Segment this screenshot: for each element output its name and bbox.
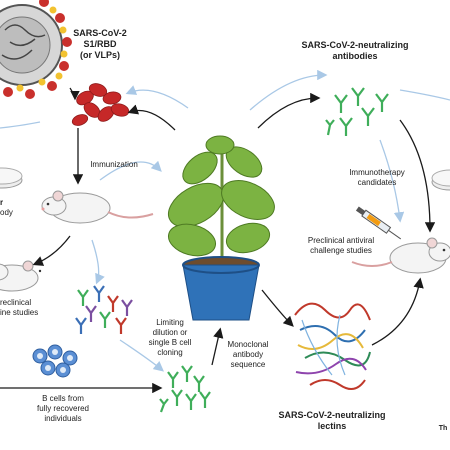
antibodies-title-line1: SARS-CoV-2-neutralizing: [301, 40, 409, 50]
arrow-antibodies-to-mouse: [399, 119, 436, 233]
arrow-mouse-down-left: [32, 235, 71, 266]
arrow-antibodies-to-monoclonal: [119, 339, 164, 372]
arrow-monoclonal-to-plant: [211, 327, 224, 366]
mouse-icon: [351, 237, 450, 274]
arrow-virus-to-blood: [69, 87, 80, 101]
arrow-mouse-to-antibodies: [91, 239, 105, 285]
syringe-icon: [355, 206, 402, 240]
lectins-title: SARS-CoV-2-neutralizing lectins: [278, 410, 386, 431]
arrow-antibodies-blue-to-mouse: [379, 139, 405, 223]
antibody-icon: [325, 87, 389, 136]
virus-title-line2: S1/RBD: [83, 39, 117, 49]
limiting-dilution-label: Limiting dilution or single B cell cloni…: [148, 318, 192, 357]
virus-title: SARS-CoV-2 S1/RBD (or VLPs): [54, 28, 146, 61]
antibody-icon: [75, 285, 133, 334]
plant-icon: [167, 135, 275, 321]
arrow-lectins-to-mouse: [371, 277, 424, 346]
corner-cut-label: Th: [438, 425, 448, 432]
mouse-icon: [0, 260, 42, 292]
antibody-icon: [159, 365, 211, 413]
virus-title-line1: SARS-CoV-2: [73, 28, 127, 38]
arrow-plant-blue-to-blood: [125, 85, 189, 109]
arrow-plant-blue-to-antibodies: [249, 69, 328, 111]
mouse-icon: [41, 190, 154, 224]
preclinical-vaccine-label: reclinical ine studies: [0, 298, 39, 317]
antibodies-title-line2: antibodies: [332, 51, 378, 61]
immunotherapy-line1: Immunotherapy: [349, 168, 405, 177]
antibodies-title: SARS-CoV-2-neutralizing antibodies: [285, 40, 425, 62]
arrow-left-blue-top: [0, 121, 41, 129]
b-cells-icon: [32, 344, 78, 378]
monoclonal-label: Monoclonal antibody sequence: [227, 340, 269, 369]
arrow-plant-to-lectins: [261, 289, 294, 327]
left-cut-label: r ody: [0, 198, 13, 217]
preclinical-antiviral-label: Preclinical antiviral challenge studies: [307, 236, 375, 255]
petri-dish-icon: [431, 169, 450, 191]
petri-dish-icon: [0, 167, 23, 189]
red-blood-cells-icon: [71, 83, 130, 126]
immunotherapy-label: Immunotherapy candidates: [332, 168, 422, 188]
virus-icon: [0, 0, 72, 99]
arrow-plant-to-antibodies: [257, 92, 321, 129]
immunization-label: Immunization: [90, 160, 138, 169]
lectin-protein-icon: [294, 302, 371, 390]
immunotherapy-line2: candidates: [357, 178, 397, 187]
arrow-mouse-to-plant: [99, 160, 162, 181]
arrow-antibodies-blue-right: [399, 89, 450, 101]
arrow-plant-to-blood: [127, 104, 176, 131]
virus-title-line3: (or VLPs): [79, 50, 120, 60]
bcells-label: B cells from fully recovered individuals: [36, 394, 90, 423]
